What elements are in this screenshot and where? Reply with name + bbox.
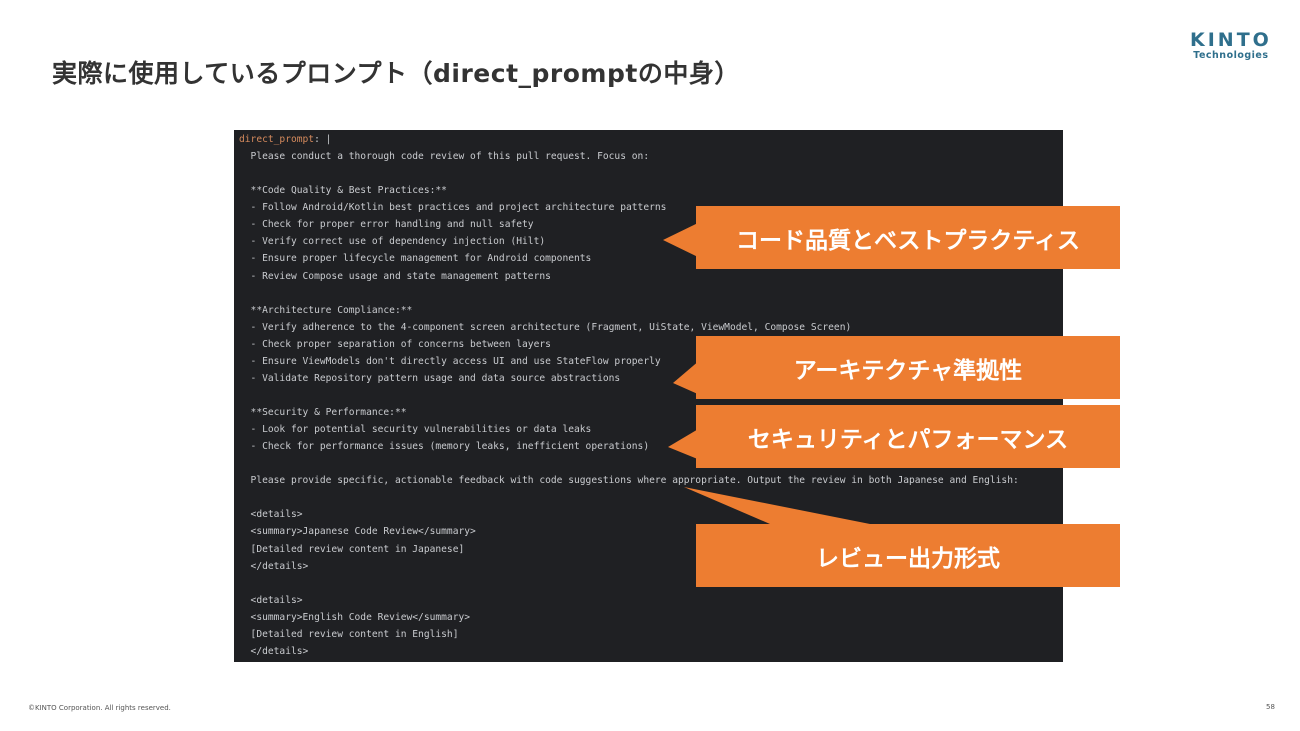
code-line: Please provide specific, actionable feed… [250,475,1019,487]
code-line: **Architecture Compliance:** [250,304,413,316]
code-line: </details> [239,645,309,657]
logo-sub: Technologies [1193,50,1269,61]
code-line: - Ensure ViewModels don't directly acces… [250,355,661,367]
pointer-3 [668,428,700,460]
pointer-1 [663,222,700,258]
code-text: direct_prompt: | Please conduct a thorou… [239,131,1019,660]
code-line: **Code Quality & Best Practices:** [250,185,447,197]
yaml-key-suffix: : | [314,134,332,145]
code-line: <summary>Japanese Code Review</summary> [250,526,476,538]
code-line: <details> [250,594,303,606]
callout-output-format: レビュー出力形式 [696,524,1120,587]
code-line: Please conduct a thorough code review of… [250,151,650,163]
code-lines: Please conduct a thorough code review of… [239,151,1019,657]
callout-architecture: アーキテクチャ準拠性 [696,336,1120,399]
pointer-4 [684,487,870,524]
code-line: - Verify correct use of dependency injec… [250,236,546,248]
code-line: [Detailed review content in English] [250,628,459,640]
code-line: **Security & Performance:** [250,407,407,418]
callout-code-quality: コード品質とベストプラクティス [696,206,1120,269]
code-line: - Follow Android/Kotlin best practices a… [250,202,667,214]
code-line: - Validate Repository pattern usage and … [250,372,621,384]
kinto-logo: KINTO Technologies [1190,30,1272,61]
slide-title: 実際に使用しているプロンプト（direct_promptの中身） [52,59,740,88]
code-line: - Check proper separation of concerns be… [250,338,551,350]
code-line: - Review Compose usage and state managem… [250,270,551,282]
yaml-key: direct_prompt [239,134,315,145]
page-number: 58 [1266,703,1275,711]
code-line: </details> [250,560,309,572]
logo-brand: KINTO [1190,29,1272,51]
pointer-2 [673,360,700,395]
code-line: <summary>English Code Review</summary> [250,611,471,623]
code-line: - Check for proper error handling and nu… [250,219,534,231]
code-line: - Check for performance issues (memory l… [250,441,650,453]
copyright: ©KINTO Corporation. All rights reserved. [28,704,171,712]
code-line: - Ensure proper lifecycle management for… [250,253,592,265]
code-line: - Look for potential security vulnerabil… [250,424,592,436]
code-line: - Verify adherence to the 4-component sc… [250,321,852,333]
callout-security: セキュリティとパフォーマンス [696,405,1120,468]
code-line: [Detailed review content in Japanese] [250,543,465,555]
code-line: <details> [250,509,303,521]
